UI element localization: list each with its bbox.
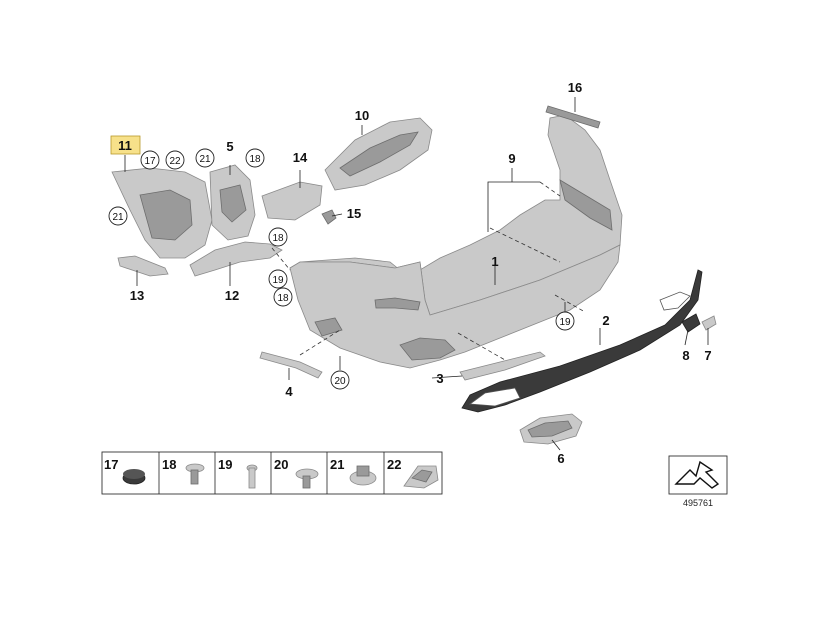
- reference-number: 495761: [683, 498, 713, 508]
- callout-12: 12: [225, 288, 239, 303]
- cover-part-14[interactable]: [261, 181, 323, 221]
- circle-21a: [108, 206, 128, 226]
- bumper-cover-part-1[interactable]: [289, 114, 623, 369]
- diffuser-part-2[interactable]: [461, 269, 703, 413]
- circle-19a: [268, 269, 288, 289]
- callout-4: 4: [285, 384, 293, 399]
- circle-17: [140, 150, 160, 170]
- clip-part-15[interactable]: [321, 209, 337, 225]
- circle-20: [330, 370, 350, 390]
- callout-13: 13: [130, 288, 144, 303]
- callout-18a: 18: [249, 154, 261, 165]
- tailpipe-trim-part-6[interactable]: [519, 413, 583, 445]
- bracket-part-7[interactable]: [701, 315, 717, 331]
- callout-19a: 19: [272, 275, 284, 286]
- callout-14: 14: [293, 150, 308, 165]
- strip-part-16[interactable]: [545, 105, 601, 129]
- callout-21b: 21: [199, 154, 211, 165]
- rivet-icon: [246, 464, 258, 489]
- callout-2: 2: [602, 313, 609, 328]
- callout-3: 3: [436, 371, 443, 386]
- circle-18c: [273, 287, 293, 307]
- circle-19b: [555, 311, 575, 331]
- callout-5: 5: [226, 139, 233, 154]
- callout-9: 9: [508, 151, 515, 166]
- bracket-part-13[interactable]: [117, 255, 169, 277]
- callout-7: 7: [704, 348, 711, 363]
- callout-6: 6: [557, 451, 564, 466]
- fastener-legend-table: 17 18 19 20 21 22: [101, 451, 443, 495]
- bracket-part-5[interactable]: [209, 164, 256, 241]
- nut-icon: [349, 465, 377, 486]
- trim-strip-part-3[interactable]: [459, 351, 546, 381]
- bolt-flange-icon: [185, 463, 205, 485]
- legend-label-18: 18: [162, 457, 176, 472]
- legend-label-21: 21: [330, 457, 344, 472]
- legend-label-17: 17: [104, 457, 118, 472]
- callout-18b: 18: [272, 233, 284, 244]
- callout-22: 22: [169, 156, 181, 167]
- legend-label-20: 20: [274, 457, 288, 472]
- callout-19b: 19: [559, 317, 571, 328]
- bracket-part-10[interactable]: [324, 117, 433, 191]
- bracket-part-11[interactable]: [111, 167, 213, 259]
- direction-arrow-icon: [674, 460, 720, 489]
- callout-15: 15: [347, 206, 361, 221]
- circle-21b: [195, 148, 215, 168]
- grommet-top: [123, 469, 145, 479]
- circle-18a: [245, 148, 265, 168]
- callout-1: 1: [491, 254, 498, 269]
- legend-label-22: 22: [387, 457, 401, 472]
- callout-18c: 18: [277, 293, 289, 304]
- circle-18b: [268, 227, 288, 247]
- bracket-part-8[interactable]: [681, 313, 701, 333]
- clip-icon: [403, 465, 439, 489]
- legend-label-19: 19: [218, 457, 232, 472]
- callout-11: 11: [118, 138, 132, 153]
- circle-22: [165, 150, 185, 170]
- callout-8: 8: [682, 348, 689, 363]
- callout-21a: 21: [112, 212, 124, 223]
- view-direction-box: [668, 455, 728, 495]
- callout-16: 16: [568, 80, 582, 95]
- bracket-part-12[interactable]: [189, 241, 283, 277]
- callout-20: 20: [334, 376, 346, 387]
- callout-17: 17: [144, 156, 156, 167]
- screw-washer-icon: [295, 468, 319, 489]
- trim-strip-part-4[interactable]: [259, 351, 323, 379]
- callout-10: 10: [355, 108, 369, 123]
- callout-11-highlight: [110, 135, 141, 155]
